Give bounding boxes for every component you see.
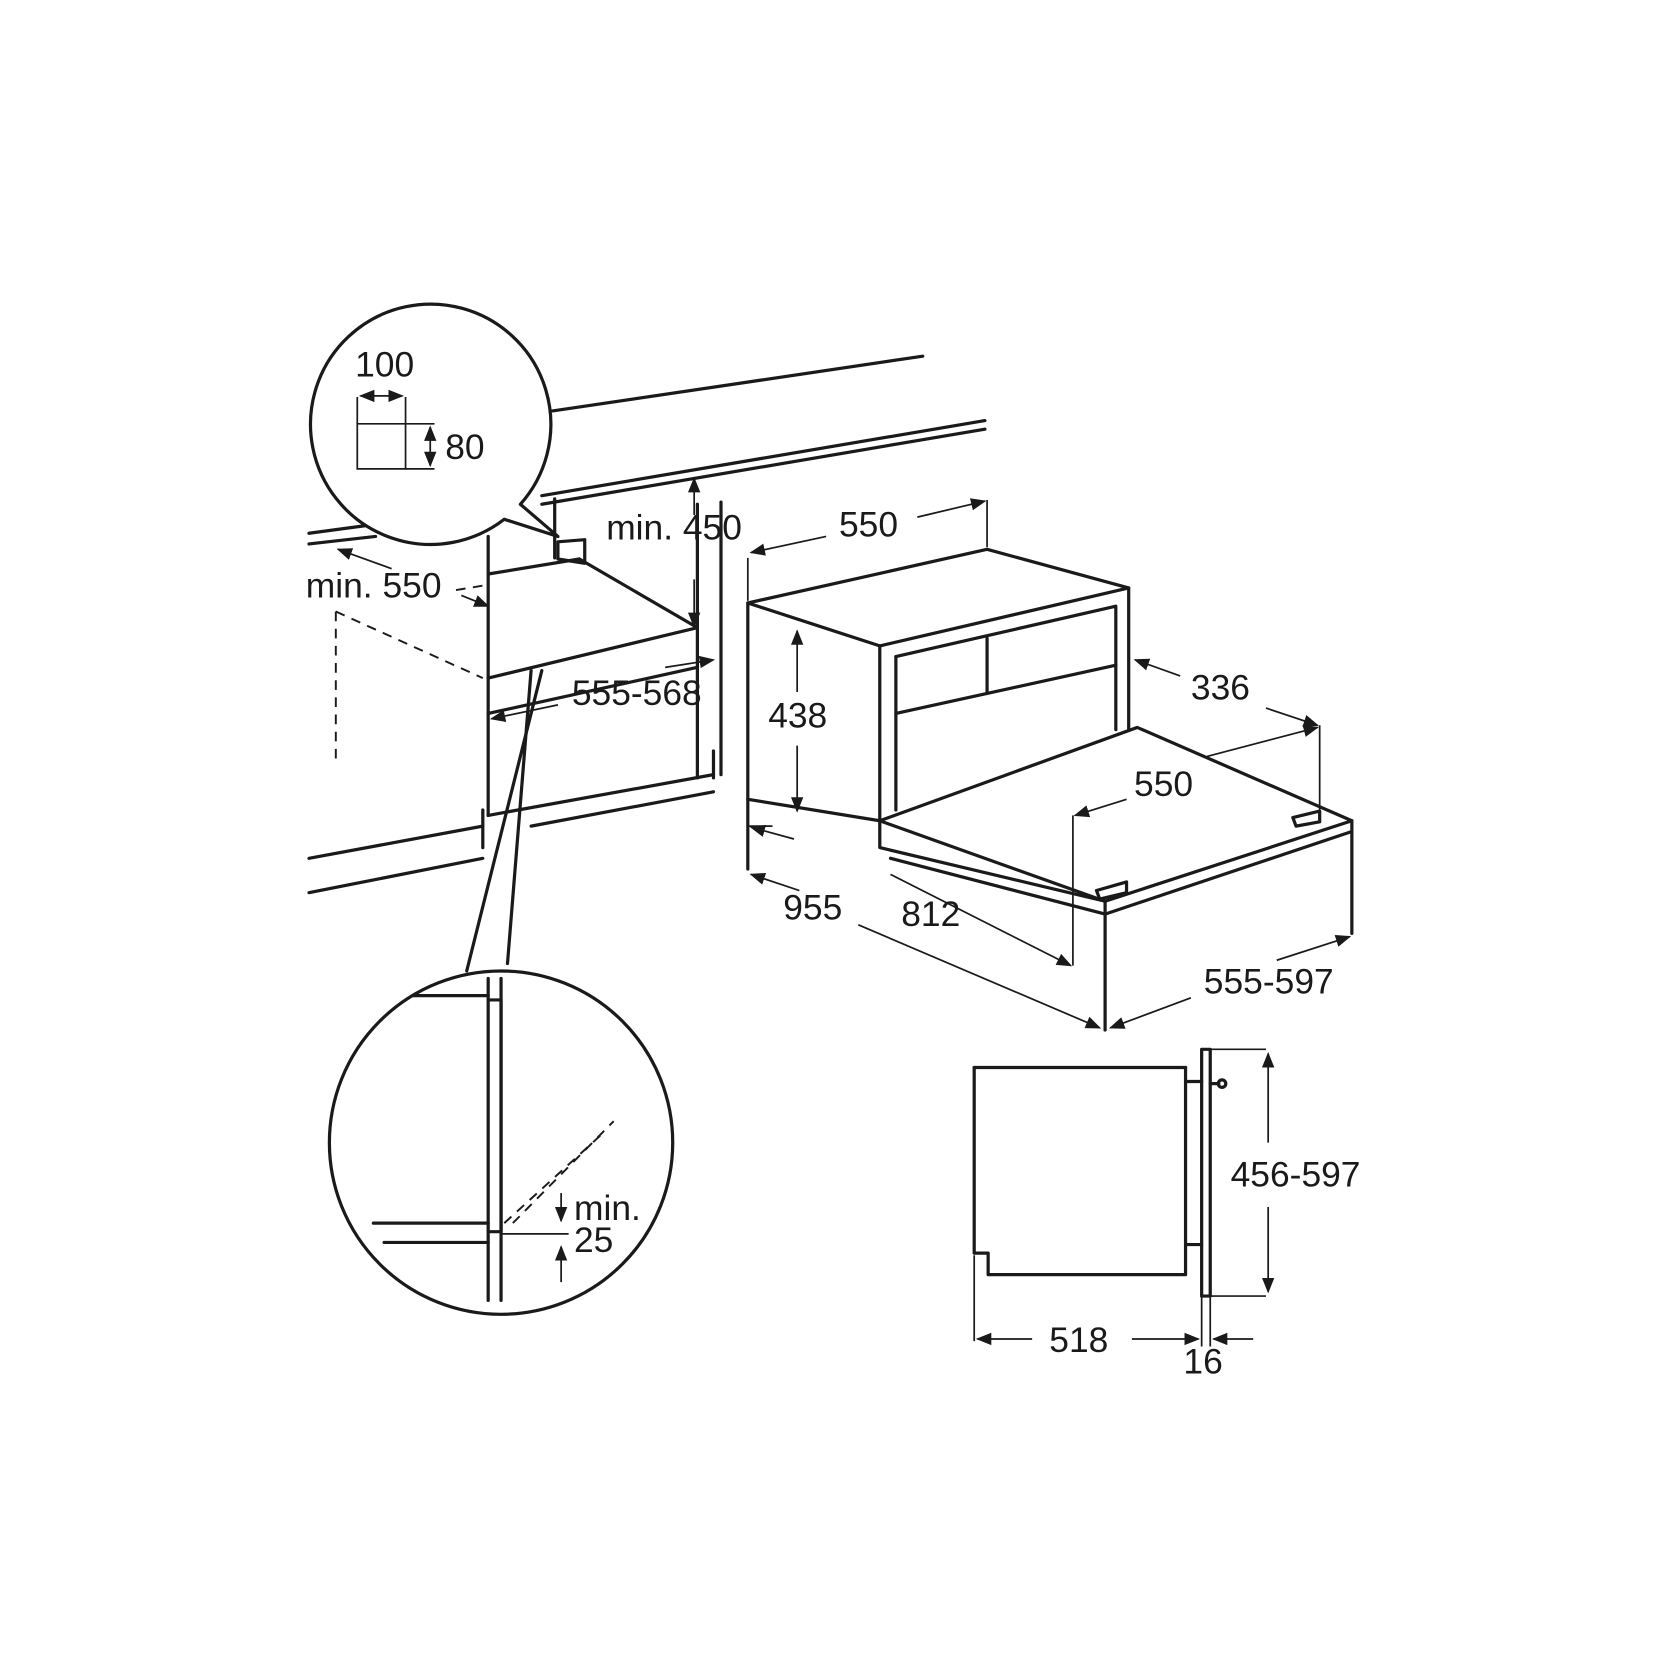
detail-height-label: 80 xyxy=(445,427,484,467)
drawer-extended-label: 812 xyxy=(901,894,960,934)
warming-drawer-3d xyxy=(746,547,1354,1032)
front-thickness-label: 16 xyxy=(1183,1341,1222,1381)
detail-width-label: 100 xyxy=(355,345,414,385)
box-height-label: 438 xyxy=(768,695,827,735)
side-depth-label: 518 xyxy=(1049,1320,1108,1360)
side-view xyxy=(972,1047,1267,1347)
box-width-label: 550 xyxy=(839,504,898,544)
front-width-label: 555-597 xyxy=(1204,962,1334,1002)
total-depth-label: 955 xyxy=(783,887,842,927)
vent-detail-magnifier xyxy=(308,302,560,547)
gap-min-label: min. xyxy=(574,1188,641,1228)
drawer-depth-label: 336 xyxy=(1191,668,1250,708)
min-depth-label: min. 550 xyxy=(306,566,442,606)
niche-width-label: 555-568 xyxy=(572,673,702,713)
min-height-above-label: min. 450 xyxy=(606,508,742,548)
gap-value-label: 25 xyxy=(574,1220,613,1260)
kitchen-cabinet xyxy=(307,354,987,895)
drawer-width-label: 550 xyxy=(1134,764,1193,804)
front-height-label: 456-597 xyxy=(1231,1155,1361,1195)
gap-detail-magnifier xyxy=(327,668,675,1316)
